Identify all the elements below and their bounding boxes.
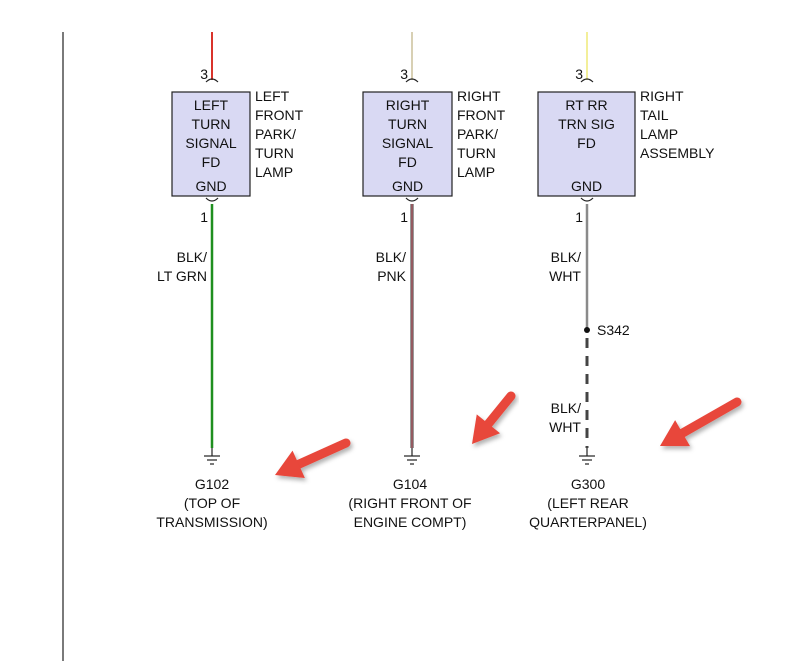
component-right: 3 RT RR TRN SIG FD GND RIGHT TAIL LAMP ASSEMBLY 1… [529, 32, 742, 530]
connector-top-icon [405, 78, 419, 83]
component-description-line: FRONT [457, 107, 506, 123]
ground-icon [579, 448, 595, 465]
bottom-pin-number: 1 [200, 209, 208, 225]
wire-color-label: PNK [377, 268, 406, 284]
gnd-label: GND [195, 178, 226, 194]
component-description-line: TURN [255, 145, 294, 161]
component-name-line: SIGNAL [382, 135, 434, 151]
lower-wire-color-label: WHT [549, 419, 581, 435]
ground-icon [404, 448, 420, 465]
gnd-label: GND [392, 178, 423, 194]
wire-color-label: BLK/ [177, 249, 207, 265]
wire-color-label: BLK/ [376, 249, 406, 265]
component-description-line: LAMP [640, 126, 678, 142]
wire-color-label: WHT [549, 268, 581, 284]
ground-location-label: G104 [393, 476, 427, 492]
component-description-line: LEFT [255, 88, 290, 104]
ground-location-label: QUARTERPANEL) [529, 514, 647, 530]
ground-location-label: G300 [571, 476, 605, 492]
component-description-line: RIGHT [457, 88, 501, 104]
splice-label: S342 [597, 322, 630, 338]
component-description-line: RIGHT [640, 88, 684, 104]
component-name-line: TURN [388, 116, 427, 132]
ground-location-label: (RIGHT FRONT OF [348, 495, 471, 511]
bottom-pin-number: 1 [575, 209, 583, 225]
component-description-line: PARK/ [255, 126, 296, 142]
component-name-line: SIGNAL [185, 135, 237, 151]
top-pin-number: 3 [200, 66, 208, 82]
component-name-line: TURN [192, 116, 231, 132]
component-description-line: ASSEMBLY [640, 145, 715, 161]
component-description-line: TURN [457, 145, 496, 161]
wire-color-label: LT GRN [157, 268, 207, 284]
top-pin-number: 3 [400, 66, 408, 82]
ground-location-label: G102 [195, 476, 229, 492]
red-arrow-icon [660, 397, 742, 447]
ground-location-label: ENGINE COMPT) [354, 514, 467, 530]
component-description-line: LAMP [255, 164, 293, 180]
component-name-line: RIGHT [386, 97, 430, 113]
connector-top-icon [580, 78, 594, 83]
component-description-line: LAMP [457, 164, 495, 180]
ground-icon [204, 448, 220, 465]
component-name-line: FD [577, 135, 596, 151]
component-description-line: PARK/ [457, 126, 498, 142]
bottom-pin-number: 1 [400, 209, 408, 225]
component-name-line: TRN SIG [558, 116, 615, 132]
component-description-line: TAIL [640, 107, 669, 123]
ground-location-label: (TOP OF [184, 495, 240, 511]
connector-bottom-icon [405, 197, 419, 202]
gnd-label: GND [571, 178, 602, 194]
lower-wire-color-label: BLK/ [551, 400, 581, 416]
component-name-line: LEFT [194, 97, 229, 113]
component-description-line: FRONT [255, 107, 304, 123]
component-box [537, 91, 636, 197]
splice-dot-icon [584, 327, 590, 333]
ground-location-label: (LEFT REAR [547, 495, 628, 511]
wire-color-label: BLK/ [551, 249, 581, 265]
connector-top-icon [205, 78, 219, 83]
connector-bottom-icon [580, 197, 594, 202]
red-arrow-icon [275, 438, 351, 478]
top-pin-number: 3 [575, 66, 583, 82]
component-name-line: FD [398, 154, 417, 170]
connector-bottom-icon [205, 197, 219, 202]
component-name-line: RT RR [565, 97, 607, 113]
component-name-line: FD [202, 154, 221, 170]
red-arrow-icon [472, 391, 516, 444]
component-box [171, 91, 251, 197]
ground-location-label: TRANSMISSION) [156, 514, 267, 530]
component-box [362, 91, 453, 197]
